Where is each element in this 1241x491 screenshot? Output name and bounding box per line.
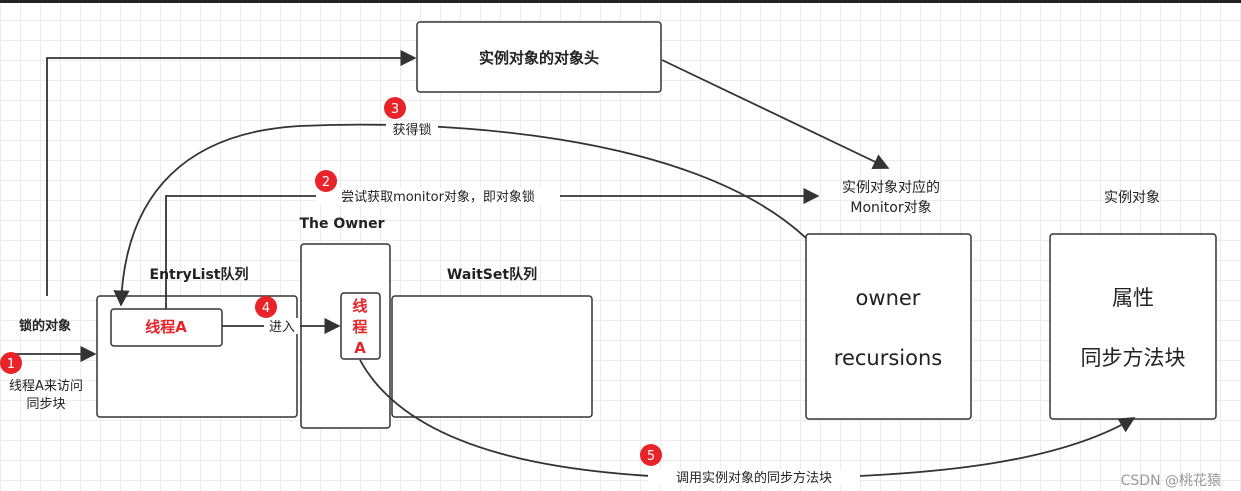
step-3-badge: 3: [384, 97, 406, 119]
header-label: 实例对象的对象头: [479, 49, 599, 67]
owner-thread-label-3: A: [354, 339, 366, 357]
step-2-arrow: [165, 187, 820, 309]
step-5-badge: 5: [640, 444, 662, 466]
step-1-number: 1: [7, 357, 15, 372]
lock-object-to-header-arrow: [46, 49, 417, 296]
step-3-arrow: [113, 123, 807, 307]
monitor-field-owner: owner: [856, 286, 921, 310]
watermark: CSDN @桃花猿: [1121, 473, 1221, 489]
step-1-badge: 1: [0, 352, 22, 374]
instance-field-attributes: 属性: [1112, 286, 1154, 310]
step-4-label: 进入: [269, 320, 295, 335]
step-2-badge: 2: [315, 170, 337, 192]
step-2-label: 尝试获取monitor对象，即对象锁: [341, 189, 535, 205]
step-5-label-bg: [648, 469, 860, 485]
header-box: [416, 21, 662, 93]
monitor-caption-1: 实例对象对应的: [842, 179, 940, 196]
lock-object-label: 锁的对象: [19, 318, 71, 334]
monitor-caption-2: Monitor对象: [850, 200, 931, 216]
monitor-field-recursions: recursions: [834, 346, 942, 370]
instance-field-sync-block: 同步方法块: [1081, 346, 1186, 370]
entrylist-title: EntryList队列: [150, 266, 249, 283]
waitset-title: WaitSet队列: [447, 266, 537, 283]
instance-box: [1049, 233, 1217, 420]
top-border: [0, 0, 1241, 3]
instance-caption: 实例对象: [1104, 190, 1160, 206]
owner-thread-box: [340, 292, 381, 360]
step-4-number: 4: [262, 301, 270, 316]
step-2-number: 2: [322, 175, 330, 190]
step-5-number: 5: [647, 449, 655, 464]
step-3-label-bg: [386, 121, 438, 137]
monitor-box: [805, 233, 972, 420]
header-to-monitor-arrow: [661, 59, 890, 170]
step-3-label: 获得锁: [392, 122, 431, 138]
owner-title: The Owner: [299, 216, 384, 232]
step-2-label-bg: [316, 188, 560, 204]
caller-label-1: 线程A来访问: [9, 379, 83, 394]
step-4-badge: 4: [255, 296, 277, 318]
waitset-box: [391, 295, 593, 418]
step-5-label: 调用实例对象的同步方法块: [676, 470, 832, 486]
owner-thread-label-1: 线: [352, 297, 367, 315]
step-3-number: 3: [391, 102, 399, 117]
caller-label-2: 同步块: [26, 397, 65, 412]
owner-thread-label-2: 程: [352, 318, 367, 336]
step-4-label-bg: [264, 318, 300, 334]
thread-a-label: 线程A: [145, 318, 187, 336]
